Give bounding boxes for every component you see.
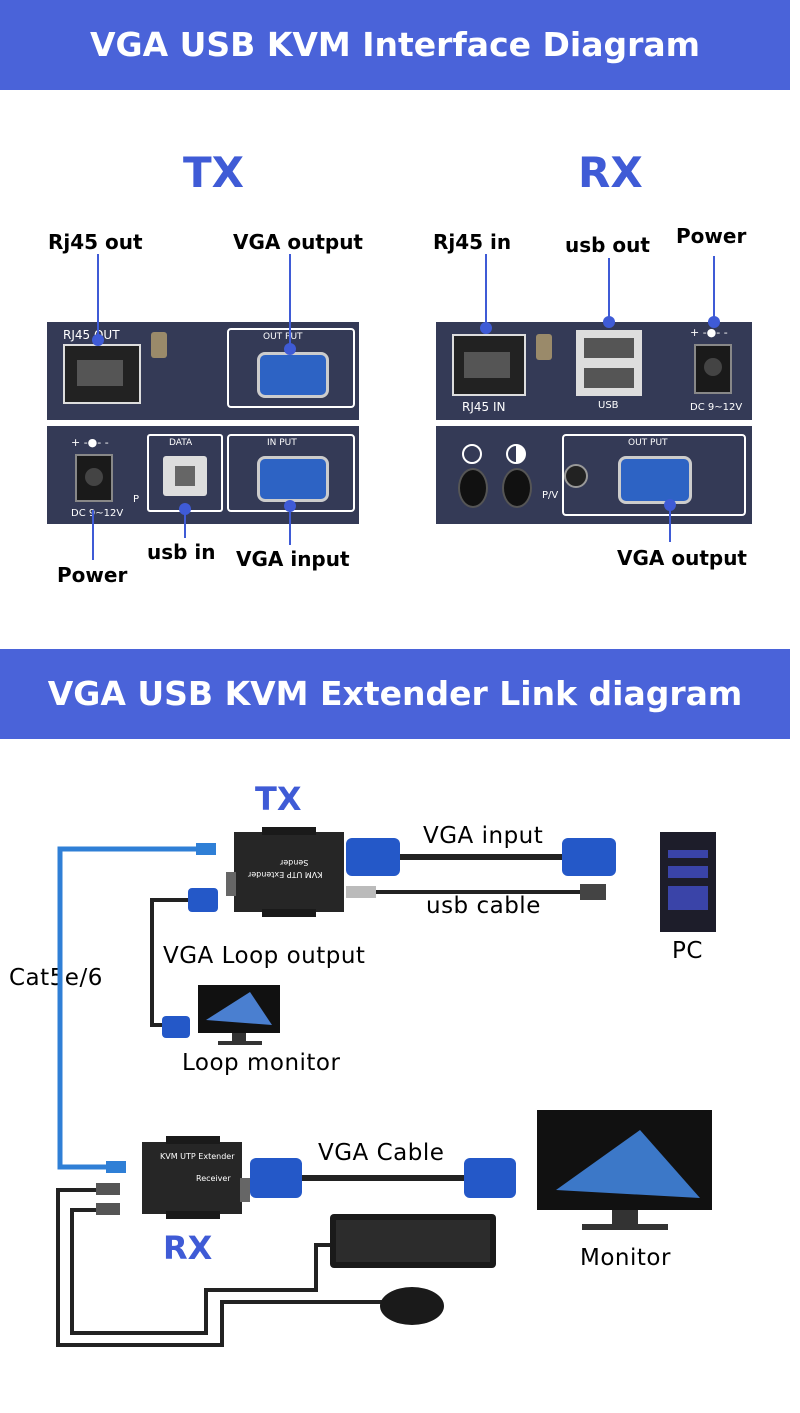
keyboard-icon (330, 1214, 496, 1268)
rj45-plug-icon (106, 1161, 126, 1173)
rx-pv-text: P/V (542, 490, 559, 501)
vga-port-icon (618, 456, 692, 504)
rx-power-label: Power (676, 224, 747, 248)
cat-cable-label: Cat5e/6 (9, 965, 103, 991)
rx-usb-panel-text: USB (598, 400, 619, 411)
tx-usb-in-label: usb in (147, 540, 216, 564)
tx-output-panel-text: OUT PUT (263, 332, 303, 342)
rx-interface-panel: RJ45 IN USB + -●- - DC 9~12V P/V OUT PUT (436, 322, 752, 524)
tx-heading: TX (183, 148, 245, 197)
tx-vga-output-label: VGA output (233, 230, 363, 254)
rx-usb-out-label: usb out (565, 233, 650, 257)
tx-data-panel-text: DATA (169, 438, 193, 448)
cat-cable (57, 846, 200, 1170)
vga-cable-label: VGA Cable (318, 1140, 445, 1166)
vga-port-icon (257, 456, 329, 502)
tx-rj45-out-label: Rj45 out (48, 230, 143, 254)
loop-monitor-label: Loop monitor (182, 1050, 341, 1076)
tx-box-label: KVM UTP Extender (248, 870, 323, 879)
rx-vga-output-label: VGA output (617, 546, 747, 570)
loop-monitor-icon (198, 985, 280, 1045)
tx-box-sub-label: Sender (280, 858, 309, 867)
tx-polarity-text: + -●- - (71, 436, 109, 449)
ground-screw-icon (536, 334, 552, 360)
rx-vga-output-frame: OUT PUT (562, 434, 746, 516)
rx-heading: RX (578, 148, 643, 197)
interface-diagram-banner: VGA USB KVM Interface Diagram (0, 0, 790, 90)
vga-input-cable-label: VGA input (423, 823, 544, 849)
dc-jack-icon (75, 454, 113, 502)
monitor-icon (537, 1110, 712, 1230)
tx-input-panel-text: IN PUT (267, 438, 297, 448)
tx-dc-text: DC 9~12V (71, 508, 124, 519)
rx-rj45-in-label: Rj45 in (433, 230, 512, 254)
audio-jack-icon (564, 464, 588, 488)
mouse-usb-cable (56, 1188, 390, 1347)
rj45-port-icon (63, 344, 141, 404)
pc-label: PC (672, 938, 703, 964)
mouse-icon (380, 1287, 444, 1325)
rj45-port-icon (452, 334, 526, 396)
rj45-plug-icon (196, 843, 216, 855)
link-tx-heading: TX (255, 780, 302, 818)
rx-rj45-panel-text: RJ45 IN (462, 400, 506, 414)
tx-vga-input-label: VGA input (236, 547, 350, 571)
link-diagram-banner: VGA USB KVM Extender Link diagram (0, 649, 790, 739)
rx-box-sub-label: Receiver (196, 1174, 231, 1183)
tx-vga-output-frame: OUT PUT (227, 328, 355, 408)
rx-output-panel-text: OUT PUT (628, 438, 668, 448)
usb-a-port-icon (576, 330, 642, 396)
tx-usb-data-frame: DATA (147, 434, 223, 512)
link-rx-heading: RX (163, 1229, 213, 1267)
vga-loop-output-label: VGA Loop output (163, 943, 366, 969)
rx-box-label: KVM UTP Extender (160, 1152, 235, 1161)
rx-dc-text: DC 9~12V (690, 402, 743, 413)
pc-tower-icon (660, 832, 716, 932)
tx-p-text: P (133, 494, 140, 505)
contrast-knob-icon (502, 444, 532, 508)
ground-screw-icon (151, 332, 167, 358)
monitor-label: Monitor (580, 1245, 671, 1271)
usb-cable-label: usb cable (426, 893, 541, 919)
tx-power-label: Power (57, 563, 128, 587)
brightness-knob-icon (458, 444, 488, 508)
tx-interface-panel: RJ45 OUT OUT PUT + -●- - DC 9~12V P DATA… (47, 322, 359, 524)
dc-jack-icon (694, 344, 732, 394)
rx-polarity-text: + -●- - (690, 326, 728, 339)
tx-rj45-panel-text: RJ45 OUT (63, 328, 120, 342)
usb-b-port-icon (163, 456, 207, 496)
vga-port-icon (257, 352, 329, 398)
